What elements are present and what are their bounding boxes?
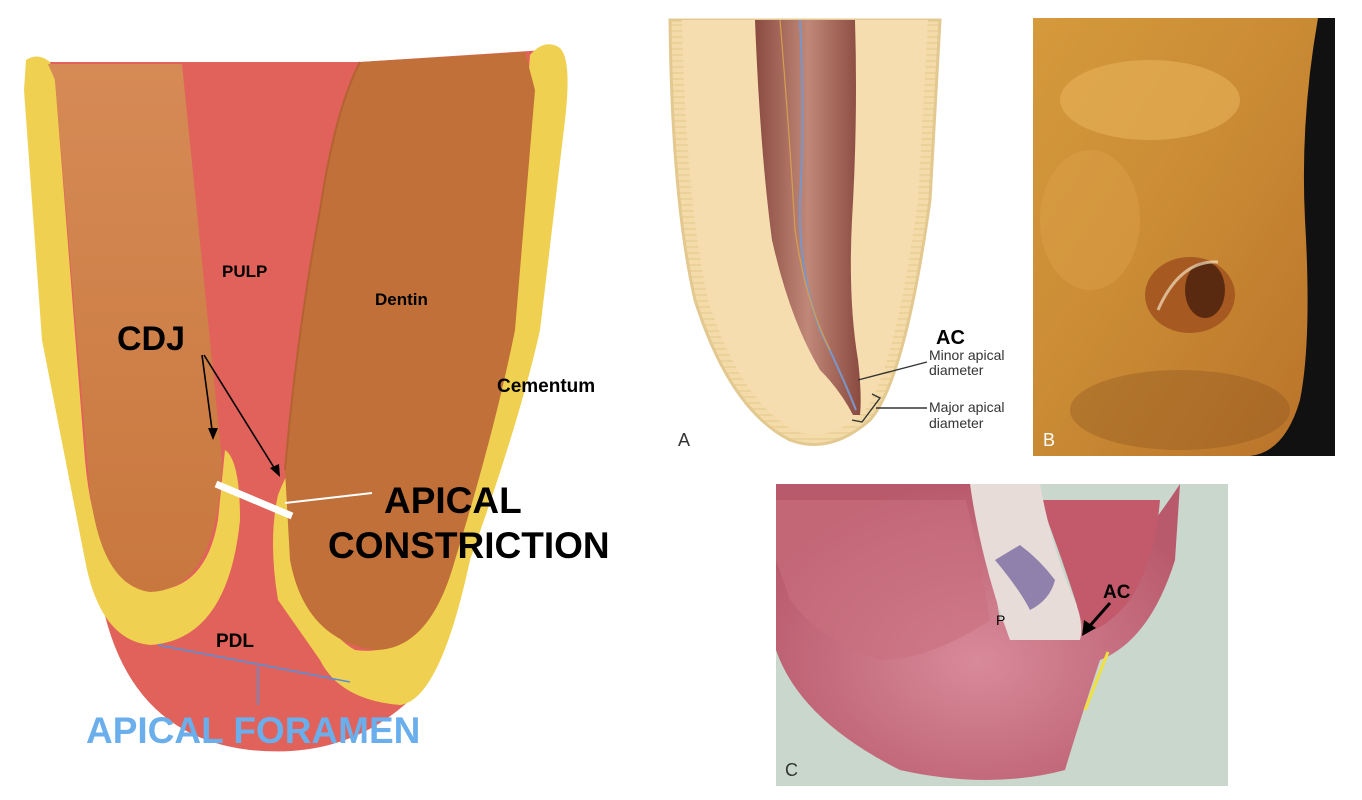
root-apex-diagram: PULP Dentin Cementum CDJ APICAL CONSTRIC… [24, 44, 610, 752]
panel-c-letter: C [785, 760, 798, 780]
cdj-label: CDJ [117, 320, 185, 358]
panel-c-dentin-right [1040, 500, 1160, 632]
panel-c-ac-arrowhead [1082, 620, 1096, 636]
panel-c-pulp-cells [995, 545, 1055, 610]
panel-a-ac-label: AC [936, 327, 965, 349]
panel-b-highlight-2 [1040, 150, 1140, 290]
apical-constriction-bar [214, 480, 294, 520]
panel-b-photo: B [1033, 18, 1335, 456]
cdj-arrows [201, 354, 279, 475]
dentin-right [285, 52, 535, 650]
panel-c-dentin-left [776, 500, 990, 660]
panel-b-highlight-1 [1060, 60, 1240, 140]
panel-c-yellow-marker [1083, 651, 1110, 711]
panel-b-foramen [1185, 262, 1225, 318]
panel-a-minor-pointer [857, 361, 928, 381]
pdl-label: PDL [216, 631, 254, 652]
panel-a-minor-line1: Minor apical [929, 347, 1004, 363]
panel-b-shadow [1070, 370, 1290, 450]
cementum-left [24, 56, 240, 645]
apical-constriction-label-line2: CONSTRICTION [328, 525, 610, 566]
panel-c-ac-arrow-shaft [1086, 602, 1112, 629]
panel-a-letter: A [678, 430, 690, 450]
panel-a-canal-vessel2 [779, 19, 831, 351]
dentin-left [48, 64, 222, 592]
panel-a-minor-line2: diameter [929, 362, 984, 378]
panel-a-illustration: AC Minor apical diameter Major apical di… [668, 18, 1004, 450]
pulp-label: PULP [222, 262, 267, 281]
cementum-label: Cementum [497, 376, 595, 397]
panel-a-canal-vessel [798, 19, 857, 411]
dentin-label: Dentin [375, 290, 428, 309]
panel-c-histology: AC P C [776, 484, 1228, 786]
dentin-right-outline [284, 61, 361, 471]
apical-foramen-bracket [157, 644, 351, 705]
panel-c-p-label: P [996, 612, 1005, 628]
panel-b-foramen-rim [1156, 260, 1219, 311]
panel-a-major-line1: Major apical [929, 399, 1004, 415]
cdj-arrowhead-right [270, 464, 280, 477]
cdj-arrowhead-left [208, 428, 218, 440]
panel-a-canal [755, 20, 861, 415]
panel-a-major-line2: diameter [929, 415, 984, 431]
apical-constriction-label-line1: APICAL [384, 480, 522, 521]
cementum-right [273, 44, 568, 706]
apical-constriction-pointer [284, 492, 373, 504]
panel-b-letter: B [1043, 430, 1055, 450]
panel-a-major-bracket [851, 393, 882, 423]
panel-c-ac-label: AC [1103, 582, 1131, 603]
apical-foramen-label: APICAL FORAMEN [86, 710, 420, 751]
